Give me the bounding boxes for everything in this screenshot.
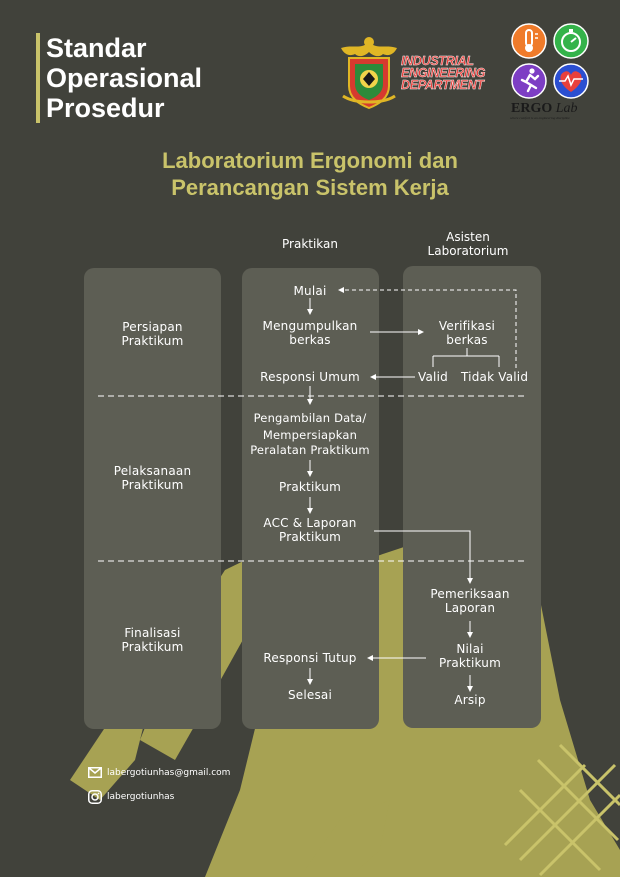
step-pemeriksaan-line-2: Laporan <box>444 601 496 615</box>
subtitle-line-1: Laboratorium Ergonomi dan <box>162 148 458 173</box>
step-verifikasi-line-1: Verifikasi <box>438 319 496 333</box>
ergo-lab-icons <box>511 23 589 99</box>
step-acc-line-1: ACC & Laporan <box>263 516 357 530</box>
step-praktikum: Praktikum <box>279 480 341 494</box>
phase-persiapan-line-2: Praktikum <box>121 334 184 348</box>
step-valid: Valid <box>418 370 448 384</box>
thermometer-icon <box>511 23 547 59</box>
title-line-1: Standar <box>46 33 147 63</box>
title-line-2: Operasional <box>46 63 203 93</box>
phase-pelaksanaan-line-1: Pelaksanaan <box>113 464 192 478</box>
mail-icon <box>88 767 102 778</box>
runner-icon <box>511 63 547 99</box>
phase-column <box>84 268 221 729</box>
department-line-3: DEPARTMENT <box>401 78 484 92</box>
step-pengambilan-line-3: Peralatan Praktikum <box>250 443 370 457</box>
step-mengumpulkan-line-2: berkas <box>289 333 331 347</box>
step-acc-line-2: Praktikum <box>279 530 341 544</box>
column-header-asisten-2: Laboratorium <box>427 244 509 258</box>
step-nilai-line-1: Nilai <box>456 642 484 656</box>
phase-pelaksanaan-line-2: Praktikum <box>121 478 184 492</box>
department-line-1: INDUSTRIAL <box>401 54 474 68</box>
stopwatch-icon <box>553 23 589 59</box>
column-header-asisten-1: Asisten <box>446 230 490 244</box>
subtitle-line-2: Perancangan Sistem Kerja <box>171 175 449 200</box>
step-responsi-umum: Responsi Umum <box>260 370 360 384</box>
phase-persiapan-line-1: Persiapan <box>122 320 183 334</box>
column-header-praktikan: Praktikan <box>282 237 338 251</box>
step-pemeriksaan-line-1: Pemeriksaan <box>430 587 510 601</box>
heartbeat-icon <box>553 63 589 99</box>
title-accent-bar <box>36 33 40 123</box>
step-mulai: Mulai <box>293 284 327 298</box>
step-arsip: Arsip <box>454 693 486 707</box>
step-verifikasi-line-2: berkas <box>446 333 488 347</box>
ergo-lab-name: ERGO Lab <box>511 101 578 116</box>
step-mengumpulkan-line-1: Mengumpulkan <box>262 319 358 333</box>
ergo-lab-tagline: where comfort is an engineering discipli… <box>510 116 570 120</box>
contact-instagram[interactable]: labergotiunhas <box>107 792 175 802</box>
instagram-icon <box>88 790 102 804</box>
title-line-3: Prosedur <box>46 93 165 123</box>
step-nilai-line-2: Praktikum <box>439 656 501 670</box>
step-pengambilan-line-1: Pengambilan Data/ <box>253 411 367 425</box>
phase-finalisasi-line-1: Finalisasi <box>124 626 181 640</box>
step-selesai: Selesai <box>287 688 333 702</box>
contact-email[interactable]: labergotiunhas@gmail.com <box>107 768 231 778</box>
step-tidak-valid: Tidak Valid <box>461 370 529 384</box>
step-responsi-tutup: Responsi Tutup <box>263 651 357 665</box>
step-pengambilan-line-2: Mempersiapkan <box>262 428 358 442</box>
university-crest-icon <box>341 37 397 110</box>
department-line-2: ENGINEERING <box>401 66 486 80</box>
phase-finalisasi-line-2: Praktikum <box>121 640 184 654</box>
asisten-column <box>403 266 541 728</box>
